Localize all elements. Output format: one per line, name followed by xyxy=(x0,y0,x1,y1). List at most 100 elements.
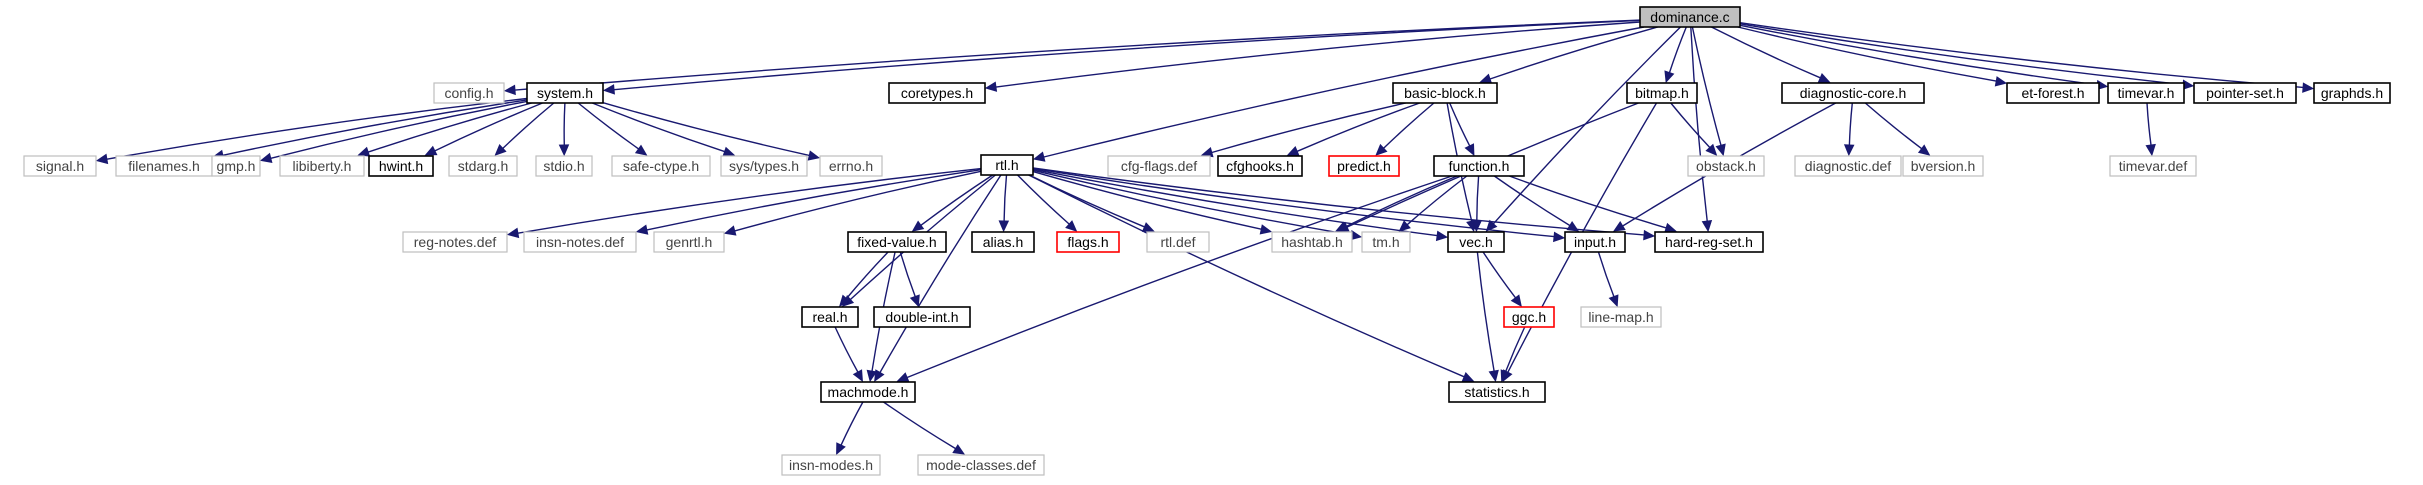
node-double-int-h[interactable]: double-int.h xyxy=(873,306,971,328)
node-reg-notes-def[interactable]: reg-notes.def xyxy=(402,231,508,253)
node-line-map-h[interactable]: line-map.h xyxy=(1580,306,1662,328)
edge-dominance-c-to-graphds-h xyxy=(1739,22,2315,93)
node-label: diagnostic-core.h xyxy=(1800,85,1907,101)
node-label: et-forest.h xyxy=(2021,85,2084,101)
node-box xyxy=(819,155,883,177)
arrowhead-icon xyxy=(1553,231,1566,243)
node-label: diagnostic.def xyxy=(1805,158,1892,174)
node-pointer-set-h[interactable]: pointer-set.h xyxy=(2193,82,2297,104)
node-cfg-flags-def[interactable]: cfg-flags.def xyxy=(1107,155,1211,177)
node-bitmap-h[interactable]: bitmap.h xyxy=(1626,82,1698,104)
node-box xyxy=(1056,231,1120,253)
node-label: line-map.h xyxy=(1588,309,1653,325)
edge-dominance-c-to-coretypes-h xyxy=(984,21,1641,92)
node-label: sys/types.h xyxy=(729,158,799,174)
node-label: system.h xyxy=(537,85,593,101)
edge-line xyxy=(920,174,994,226)
node-predict-h[interactable]: predict.h xyxy=(1328,155,1400,177)
node-dominance-c[interactable]: dominance.c xyxy=(1639,6,1741,28)
node-label: bitmap.h xyxy=(1635,85,1689,101)
node-box xyxy=(23,155,97,177)
edge-line xyxy=(1296,102,1420,152)
node-box xyxy=(801,306,859,328)
node-signal-h[interactable]: signal.h xyxy=(23,155,97,177)
node-genrtl-h[interactable]: genrtl.h xyxy=(653,231,725,253)
node-hwint-h[interactable]: hwint.h xyxy=(368,155,434,177)
edge-dominance-c-to-config-h xyxy=(503,19,1641,96)
edge-basic-block-h-to-function-h xyxy=(1449,102,1475,157)
node-safe-ctype-h[interactable]: safe-ctype.h xyxy=(611,155,711,177)
node-label: safe-ctype.h xyxy=(623,158,699,174)
node-et-forest-h[interactable]: et-forest.h xyxy=(2006,82,2100,104)
node-libiberty-h[interactable]: libiberty.h xyxy=(279,155,365,177)
node-system-h[interactable]: system.h xyxy=(526,82,604,104)
arrowhead-icon xyxy=(852,369,863,383)
edge-dominance-c-to-basic-block-h xyxy=(1479,26,1658,84)
node-box xyxy=(1392,82,1498,104)
edge-rtl-h-to-flags-h xyxy=(1017,174,1078,232)
node-box xyxy=(2006,82,2100,104)
node-label: coretypes.h xyxy=(901,85,973,101)
node-timevar-def[interactable]: timevar.def xyxy=(2109,155,2197,177)
node-label: config.h xyxy=(444,85,493,101)
node-bversion-h[interactable]: bversion.h xyxy=(1902,155,1984,177)
edge-line xyxy=(899,251,916,297)
node-diagnostic-def[interactable]: diagnostic.def xyxy=(1794,155,1902,177)
node-label: hard-reg-set.h xyxy=(1665,234,1753,250)
arrowhead-icon xyxy=(1375,143,1388,156)
node-input-h[interactable]: input.h xyxy=(1564,231,1626,253)
node-graphds-h[interactable]: graphds.h xyxy=(2313,82,2391,104)
node-fixed-value-h[interactable]: fixed-value.h xyxy=(847,231,947,253)
node-ggc-h[interactable]: ggc.h xyxy=(1503,306,1555,328)
node-flags-h[interactable]: flags.h xyxy=(1056,231,1120,253)
node-rtl-def[interactable]: rtl.def xyxy=(1146,231,1210,253)
edge-line xyxy=(1032,167,1555,238)
node-insn-modes-h[interactable]: insn-modes.h xyxy=(781,454,881,476)
arrowhead-icon xyxy=(1464,143,1475,157)
arrowhead-icon xyxy=(494,143,507,156)
node-rtl-h[interactable]: rtl.h xyxy=(980,154,1034,176)
node-alias-h[interactable]: alias.h xyxy=(971,231,1035,253)
node-tm-h[interactable]: tm.h xyxy=(1361,231,1411,253)
arrowhead-icon xyxy=(1435,230,1449,242)
node-sys-types-h[interactable]: sys/types.h xyxy=(720,155,808,177)
node-label: errno.h xyxy=(829,158,873,174)
node-insn-notes-def[interactable]: insn-notes.def xyxy=(523,231,637,253)
node-function-h[interactable]: function.h xyxy=(1433,155,1525,177)
node-hard-reg-set-h[interactable]: hard-reg-set.h xyxy=(1654,231,1764,253)
node-label: rtl.h xyxy=(995,157,1018,173)
node-hashtab-h[interactable]: hashtab.h xyxy=(1271,231,1353,253)
node-box xyxy=(448,155,518,177)
node-gmp-h[interactable]: gmp.h xyxy=(211,155,261,177)
node-config-h[interactable]: config.h xyxy=(433,82,505,104)
arrowhead-icon xyxy=(1715,143,1726,157)
edge-dominance-c-to-pointer-set-h xyxy=(1739,23,2195,91)
node-mode-classes-def[interactable]: mode-classes.def xyxy=(917,454,1045,476)
node-filenames-h[interactable]: filenames.h xyxy=(115,155,213,177)
node-box xyxy=(917,454,1045,476)
node-obstack-h[interactable]: obstack.h xyxy=(1687,155,1765,177)
node-stdarg-h[interactable]: stdarg.h xyxy=(448,155,518,177)
node-vec-h[interactable]: vec.h xyxy=(1447,231,1505,253)
node-label: filenames.h xyxy=(128,158,200,174)
arrowhead-icon xyxy=(1065,220,1078,232)
arrowhead-icon xyxy=(558,144,570,157)
arrowhead-icon xyxy=(1817,72,1831,83)
node-real-h[interactable]: real.h xyxy=(801,306,859,328)
edge-line xyxy=(1739,24,2098,86)
arrowhead-icon xyxy=(896,372,910,382)
node-errno-h[interactable]: errno.h xyxy=(819,155,883,177)
edge-rtl-h-to-machmode-h xyxy=(874,174,1002,383)
node-coretypes-h[interactable]: coretypes.h xyxy=(888,82,986,104)
node-machmode-h[interactable]: machmode.h xyxy=(820,381,916,403)
node-stdio-h[interactable]: stdio.h xyxy=(535,155,593,177)
node-label: insn-modes.h xyxy=(789,457,873,473)
node-diagnostic-core-h[interactable]: diagnostic-core.h xyxy=(1781,82,1925,104)
arrowhead-icon xyxy=(1705,143,1718,156)
node-label: obstack.h xyxy=(1696,158,1756,174)
node-cfghooks-h[interactable]: cfghooks.h xyxy=(1217,155,1303,177)
node-statistics-h[interactable]: statistics.h xyxy=(1448,381,1546,403)
node-timevar-h[interactable]: timevar.h xyxy=(2107,82,2185,104)
node-basic-block-h[interactable]: basic-block.h xyxy=(1392,82,1498,104)
edge-line xyxy=(1482,251,1517,299)
